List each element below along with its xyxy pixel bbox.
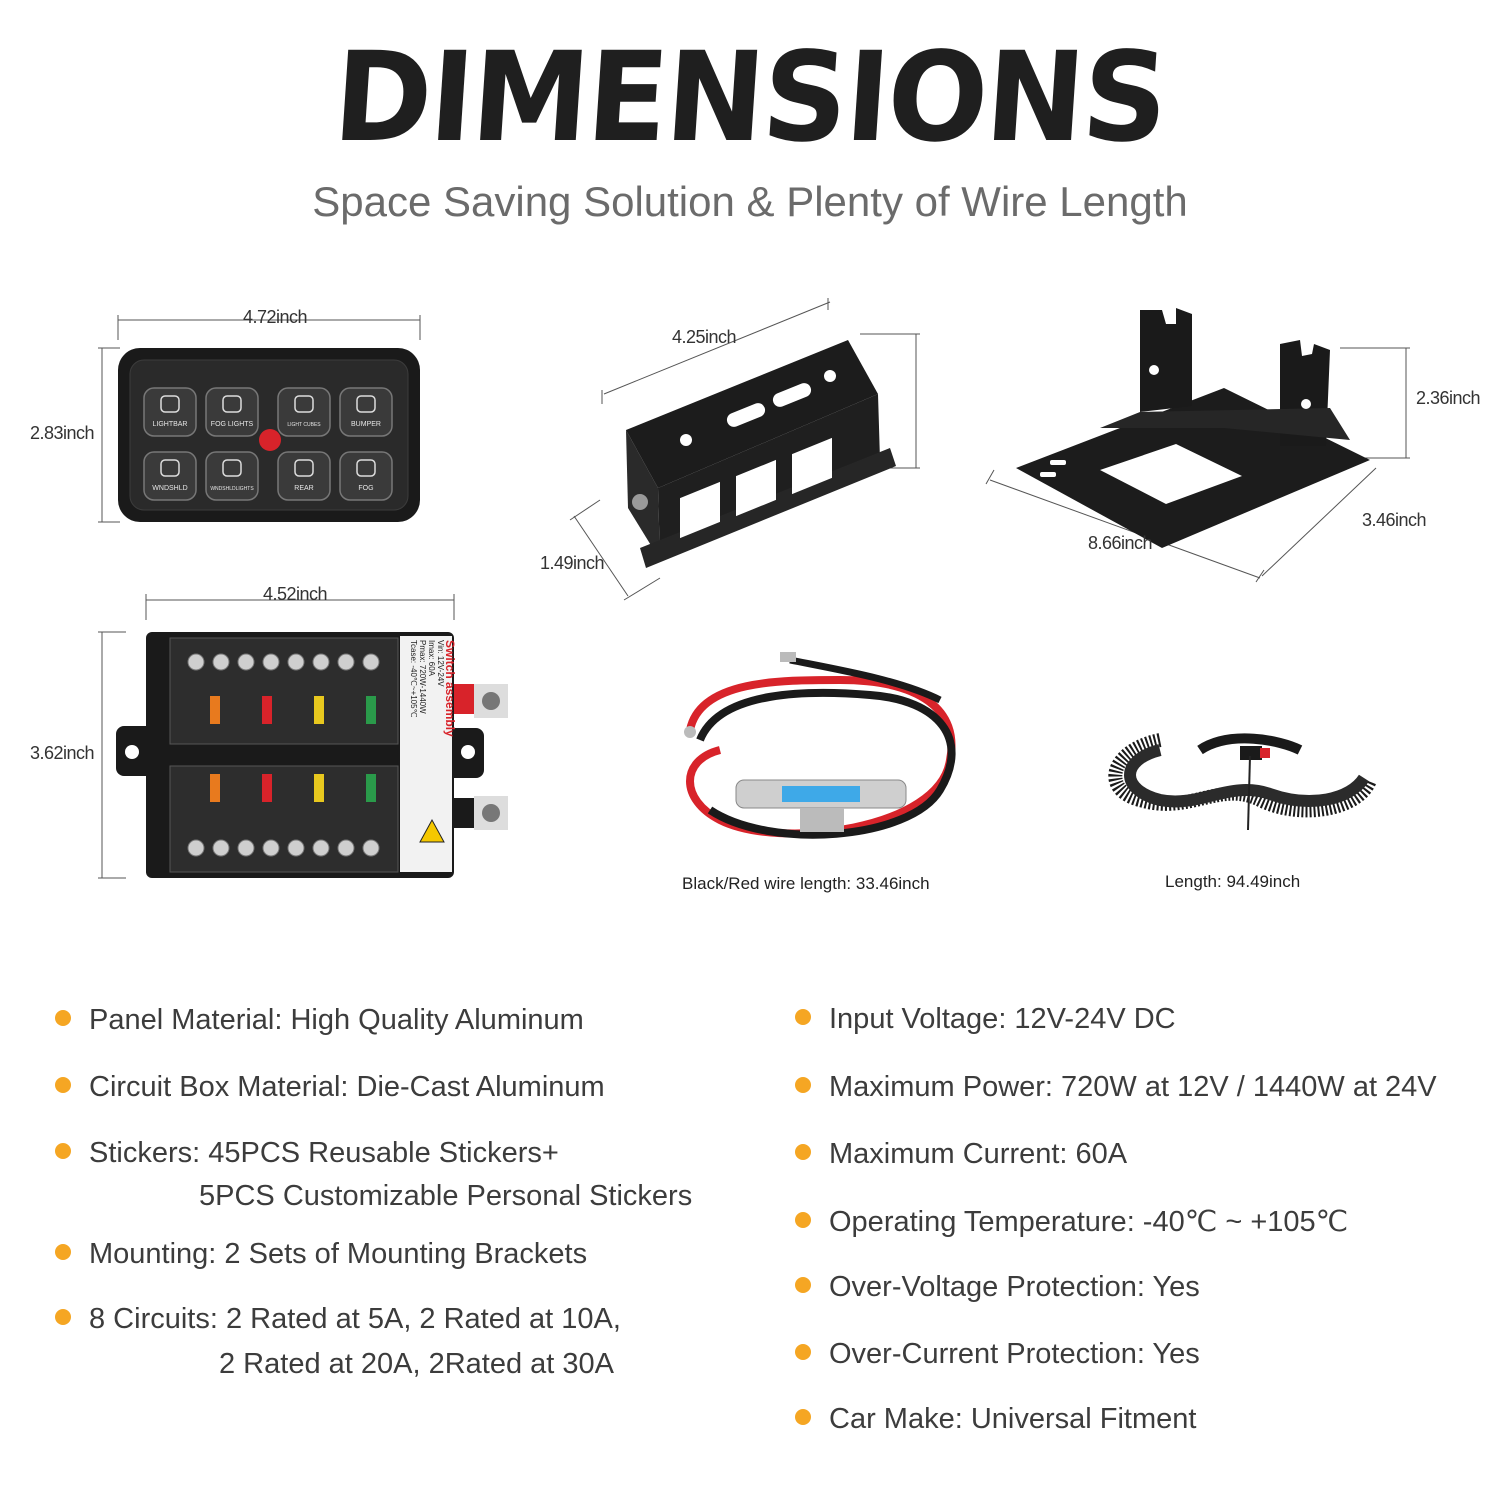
fuse (262, 774, 272, 802)
terminal-screw (312, 653, 330, 671)
terminal-screw (237, 653, 255, 671)
spec-stickers-continued: 5PCS Customizable Personal Stickers (199, 1180, 693, 1212)
terminal-screw (362, 653, 380, 671)
bullet-icon (795, 1144, 811, 1161)
terminal-screw (337, 839, 355, 857)
terminal-screw (262, 839, 280, 857)
spec-circuit-box-material: Circuit Box Material: Die-Cast Aluminum (55, 1071, 605, 1104)
harness-image (1108, 733, 1377, 831)
relay-box-label-title: Switch assembly (443, 640, 457, 737)
panel-button-label: REAR (294, 485, 313, 492)
panel-width-label: 4.72inch (243, 307, 308, 327)
relay-box-label-line: Pmax: 720W-1440W (418, 640, 427, 714)
spec-circuits: 8 Circuits: 2 Rated at 5A, 2 Rated at 10… (55, 1303, 621, 1336)
spec-over-voltage: Over-Voltage Protection: Yes (795, 1271, 1200, 1304)
large-bracket-figure (980, 300, 1480, 590)
bullet-icon (55, 1143, 71, 1160)
panel-button-label: LIGHT CUBES (287, 422, 321, 428)
relay-box-image (98, 594, 508, 879)
spec-operating-temperature: Operating Temperature: -40℃ ~ +105℃ (795, 1204, 1348, 1239)
spec-circuits-continued: 2 Rated at 20A, 2Rated at 30A (219, 1348, 614, 1380)
large-bracket-length-label: 8.66inch (1088, 533, 1153, 553)
relay-box-figure (20, 580, 520, 900)
spec-maximum-power: Maximum Power: 720W at 12V / 1440W at 24… (795, 1071, 1437, 1104)
fuse (314, 774, 324, 802)
relay-box-label-line: Vin: 12V-24V (436, 640, 445, 687)
harness-caption: Length: 94.49inch (1165, 872, 1301, 891)
relay-box-label-line: Tcase: -40℃~+105℃ (409, 640, 418, 718)
fuse (366, 774, 376, 802)
spec-stickers: Stickers: 45PCS Reusable Stickers+ (55, 1137, 559, 1170)
panel-button: LIGHT CUBES (277, 387, 331, 437)
bullet-icon (55, 1077, 71, 1094)
bullet-icon (795, 1077, 811, 1094)
panel-button: FOG (339, 451, 393, 501)
spec-maximum-current: Maximum Current: 60A (795, 1138, 1127, 1171)
panel-button-label: WNDSHLDLIGHTS (210, 486, 254, 492)
page-subtitle: Space Saving Solution & Plenty of Wire L… (312, 178, 1188, 225)
terminal-screw (287, 653, 305, 671)
fuse (366, 696, 376, 724)
bullet-icon (795, 1409, 811, 1426)
terminal-screw (212, 839, 230, 857)
power-wire-image (684, 652, 956, 839)
panel-button: WNDSHLDLIGHTS (205, 451, 259, 501)
terminal-screw (262, 653, 280, 671)
bullet-icon (795, 1344, 811, 1361)
switch-panel-image: LIGHTBAR FOG LIGHTS LIGHT CUBES BUMPER WNDSH… (98, 315, 421, 523)
power-wire-caption: Black/Red wire length: 33.46inch (682, 874, 930, 893)
switch-panel-figure: LIGHTBAR FOG LIGHTS LIGHT CUBES BUMPER WNDSH… (20, 300, 440, 540)
panel-button: FOG LIGHTS (205, 387, 259, 437)
terminal-screw (187, 653, 205, 671)
small-bracket-length-label: 4.25inch (672, 327, 737, 347)
fuse (210, 774, 220, 802)
harness-figure (1100, 720, 1380, 840)
fuse (314, 696, 324, 724)
terminal-screw (287, 839, 305, 857)
bullet-icon (795, 1009, 811, 1026)
bullet-icon (55, 1244, 71, 1261)
large-bracket-depth-label: 3.46inch (1362, 510, 1427, 530)
large-bracket-image (985, 308, 1410, 583)
small-bracket-image (569, 298, 920, 601)
spec-car-make: Car Make: Universal Fitment (795, 1403, 1196, 1436)
terminal-screw (362, 839, 380, 857)
spec-input-voltage: Input Voltage: 12V-24V DC (795, 1003, 1176, 1036)
relay-box-label: Switch assembly Vin: 12V-24V Imax: 60A P… (402, 640, 457, 876)
panel-button-label: LIGHTBAR (152, 421, 187, 428)
panel-button: BUMPER (339, 387, 393, 437)
bullet-icon (795, 1277, 811, 1294)
bullet-icon (55, 1010, 71, 1027)
panel-button-label: WNDSHLD (152, 485, 187, 492)
small-bracket-depth-label: 1.49inch (540, 553, 605, 573)
relay-box-width-label: 4.52inch (263, 584, 328, 604)
terminal-screw (337, 653, 355, 671)
fuse (262, 696, 272, 724)
terminal-screw (312, 839, 330, 857)
relay-box-label-line: Imax: 60A (427, 640, 436, 677)
page-title: DIMENSIONS (329, 24, 1171, 170)
panel-button: LIGHTBAR (143, 387, 197, 437)
panel-button: REAR (277, 451, 331, 501)
bullet-icon (795, 1212, 811, 1229)
panel-button: WNDSHLD (143, 451, 197, 501)
terminal-screw (212, 653, 230, 671)
power-wire-figure (660, 640, 980, 870)
spec-mounting: Mounting: 2 Sets of Mounting Brackets (55, 1238, 587, 1271)
bullet-icon (55, 1309, 71, 1326)
relay-box-height-label: 3.62inch (30, 743, 95, 763)
panel-height-label: 2.83inch (30, 423, 95, 443)
panel-button-label: FOG (358, 485, 373, 492)
spec-over-current: Over-Current Protection: Yes (795, 1338, 1200, 1371)
large-bracket-height-label: 2.36inch (1416, 388, 1481, 408)
panel-button-label: BUMPER (351, 421, 381, 428)
spec-panel-material: Panel Material: High Quality Aluminum (55, 1004, 584, 1037)
terminal-screw (237, 839, 255, 857)
panel-button-label: FOG LIGHTS (211, 421, 254, 428)
small-bracket-figure (540, 290, 940, 610)
terminal-screw (187, 839, 205, 857)
fuse (210, 696, 220, 724)
